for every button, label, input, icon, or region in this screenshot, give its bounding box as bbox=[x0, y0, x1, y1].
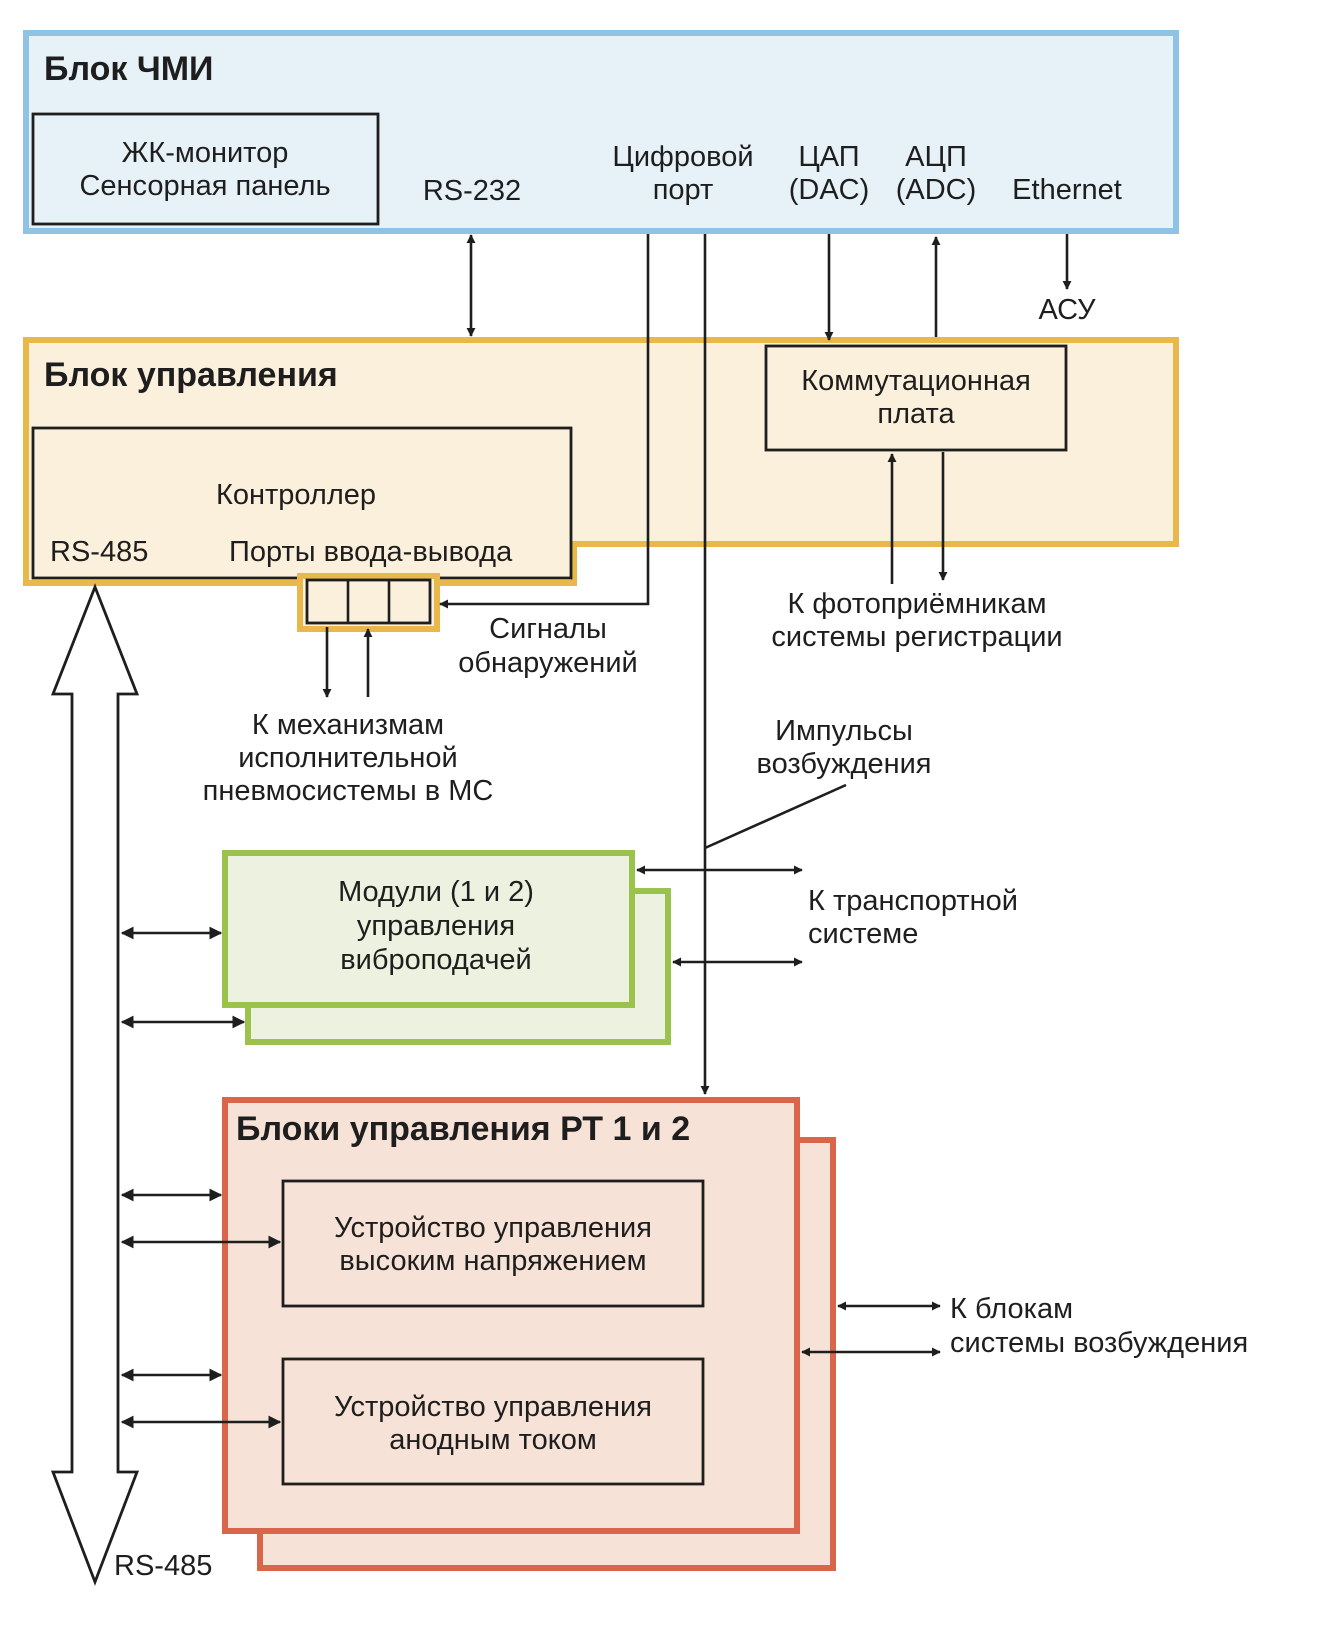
asu-label: АСУ bbox=[1038, 294, 1096, 326]
vibro-modules-label-2: управления bbox=[357, 910, 515, 942]
control-block-title: Блок управления bbox=[44, 356, 338, 394]
vibro-modules: Модули (1 и 2) управления виброподачей bbox=[222, 850, 671, 1045]
hv-device-label: Устройство управления bbox=[334, 1212, 652, 1244]
anode-device-label: Устройство управления bbox=[334, 1391, 652, 1423]
dac-label: ЦАП bbox=[798, 141, 859, 173]
hv-device-box bbox=[281, 1179, 705, 1308]
anode-device-label-2: анодным током bbox=[389, 1424, 597, 1456]
transport-label: К транспортной bbox=[808, 885, 1018, 917]
hv-device-label-2: высоким напряжением bbox=[339, 1245, 646, 1277]
digital-port-label-2: порт bbox=[653, 174, 714, 206]
touch-panel-label: Сенсорная панель bbox=[79, 170, 330, 202]
excitation-blocks-label-2: системы возбуждения bbox=[950, 1327, 1248, 1359]
excitation-pulses-label: Импульсы bbox=[775, 715, 913, 747]
lcd-monitor-label: ЖК-монитор bbox=[122, 137, 289, 169]
digital-port-to-io-arrow bbox=[439, 234, 650, 609]
pneumo-label-2: исполнительной bbox=[238, 742, 458, 774]
controller-label: Контроллер bbox=[216, 479, 376, 511]
vibro-modules-label: Модули (1 и 2) bbox=[338, 876, 534, 908]
digital-port-label: Цифровой bbox=[612, 141, 753, 173]
vibro-modules-label-3: виброподачей bbox=[340, 944, 532, 976]
io-ports-label: Порты ввода-вывода bbox=[229, 536, 513, 568]
anode-device-box bbox=[281, 1357, 705, 1486]
io-port-connector bbox=[305, 578, 432, 625]
photoreceivers-label-2: системы регистрации bbox=[771, 621, 1062, 653]
excitation-blocks-label: К блокам bbox=[950, 1293, 1073, 1325]
excitation-pulses-label-2: возбуждения bbox=[756, 748, 931, 780]
controller-rs485-label: RS-485 bbox=[50, 536, 148, 568]
switch-board-label-2: плата bbox=[877, 398, 955, 430]
switch-board-box bbox=[764, 344, 1068, 452]
rt-blocks: Блоки управления РТ 1 и 2 Устройство упр… bbox=[222, 1097, 836, 1571]
detection-signals-label: Сигналы bbox=[489, 613, 607, 645]
controller-box bbox=[31, 426, 573, 580]
pneumo-label: К механизмам bbox=[252, 709, 444, 741]
rs232-label: RS-232 bbox=[423, 175, 521, 207]
hmi-block: Блок ЧМИ ЖК-монитор Сенсорная панель RS-… bbox=[23, 30, 1179, 234]
detection-signals-label-2: обнаружений bbox=[458, 647, 637, 679]
lcd-monitor-box bbox=[31, 112, 380, 226]
rs485-bus-label: RS-485 bbox=[114, 1550, 212, 1582]
pneumo-label-3: пневмосистемы в МС bbox=[203, 775, 494, 807]
transport-label-2: системе bbox=[808, 918, 918, 950]
control-block: Блок управления Коммутационная плата Кон… bbox=[23, 337, 1179, 632]
rt-blocks-title: Блоки управления РТ 1 и 2 bbox=[236, 1110, 690, 1148]
dac-label-2: (DAC) bbox=[789, 174, 870, 206]
hmi-block-title: Блок ЧМИ bbox=[44, 50, 213, 88]
excitation-pulses-leader bbox=[704, 783, 847, 850]
photoreceivers-label: К фотоприёмникам bbox=[787, 588, 1046, 620]
adc-label-2: (ADC) bbox=[896, 174, 977, 206]
vibro-module-1-frame bbox=[222, 850, 635, 1008]
switch-board-label: Коммутационная bbox=[801, 365, 1031, 397]
ethernet-label: Ethernet bbox=[1012, 174, 1122, 206]
rs485-bus-arrow bbox=[50, 583, 140, 1586]
adc-label: АЦП bbox=[905, 141, 967, 173]
